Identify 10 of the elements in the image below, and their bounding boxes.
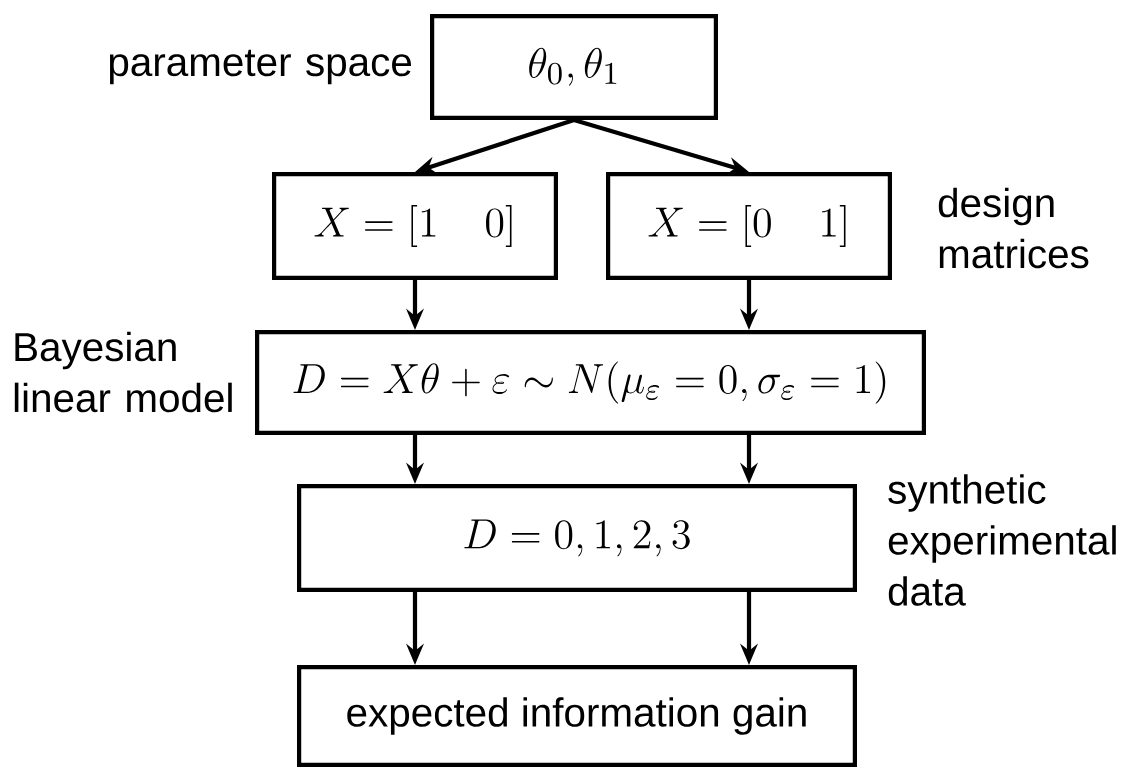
process-box: $D = X\theta + \varepsilon \sim N(\mu_\varepsilon = 0, \sigma_\varepsilon = 1)$ xyxy=(255,330,926,436)
process-box: $X = [0 \quad 1]$ xyxy=(606,172,892,281)
process-box: $\theta_0, \theta_1$ xyxy=(430,14,718,120)
side-label: design matrices xyxy=(938,187,1089,269)
process-box: $X = [1 \quad 0]$ xyxy=(272,172,558,281)
side-label: synthetic experimental data xyxy=(888,474,1116,606)
side-label: parameter space xyxy=(109,49,412,85)
side-label: Bayesian linear model xyxy=(14,331,232,413)
process-box: $D = 0,1,2,3$ xyxy=(297,484,857,592)
process-box: expected information gain xyxy=(297,665,857,767)
